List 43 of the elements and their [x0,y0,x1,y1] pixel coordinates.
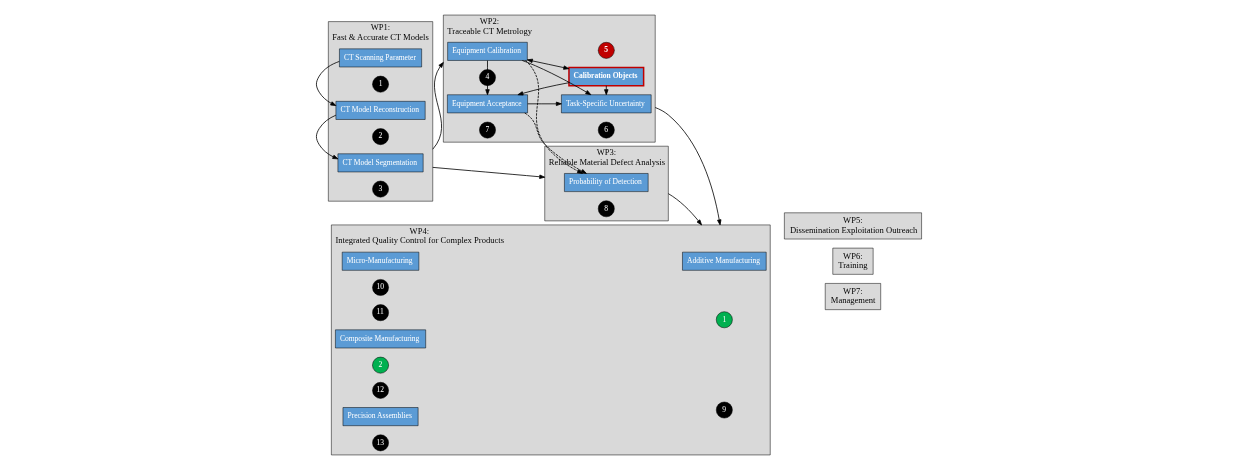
node-box: Task-Specific Uncertainty [561,94,652,113]
node-box: Probability of Detection [564,172,649,192]
node-circle: 1 [372,75,389,92]
node-circle: 6 [597,121,615,138]
arrow [667,192,702,225]
node-box: WP6: Training [832,247,874,275]
arrow [527,101,562,106]
arrow [517,81,570,95]
node-box: Precision Assemblies [342,406,419,426]
node-box: CT Scanning Parameter [339,48,422,67]
arrow [525,59,583,174]
node-circle: 8 [597,199,615,217]
node-circle: 3 [372,180,389,197]
node-box: Calibration Objects [568,66,645,86]
node-box: Composite Manufacturing [335,329,426,348]
node-circle: 10 [372,278,389,296]
arrow [526,58,570,70]
node-box: Micro-Manufacturing [341,251,420,271]
arrow [432,61,444,150]
node-circle: 12 [372,381,389,399]
node-circle: 4 [479,68,496,86]
arrow [604,84,609,95]
node-circle: 5 [597,41,615,59]
arrow [432,166,546,179]
node-box: CT Model Reconstruction [335,100,426,120]
arrow [524,112,587,174]
arrow [521,59,592,95]
arrow [654,106,722,225]
arrow [316,114,339,159]
node-box: Equipment Calibration [447,41,528,61]
node-circle: 2 [372,356,389,373]
node-circle: 7 [479,121,496,138]
node-box: WP7: Management [825,282,881,310]
arrow [316,60,340,106]
node-circle: 11 [372,303,389,321]
node-box: Additive Manufacturing [682,251,767,271]
node-box: Equipment Acceptance [447,94,528,113]
node-circle: 2 [372,127,389,145]
node-circle: 9 [716,401,733,418]
node-box: WP5: Dissemination Exploitation Outreach [784,212,922,239]
node-circle: 1 [716,310,733,328]
node-circle: 13 [372,434,389,451]
node-box: CT Model Segmentation [337,153,424,172]
